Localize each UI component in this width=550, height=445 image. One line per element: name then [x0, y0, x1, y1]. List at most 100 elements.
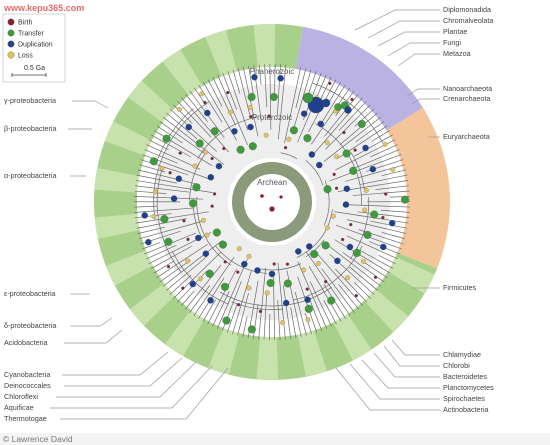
event-dot [195, 139, 204, 148]
credit-strip [0, 433, 550, 445]
tree-branch [311, 87, 350, 145]
tree-node-arc [305, 239, 325, 257]
era-label-phanerozoic: Phanerozoic [250, 67, 294, 76]
leader-chlamydiae [391, 339, 440, 356]
tree-branch [371, 130, 391, 142]
event-dot [231, 128, 238, 135]
tree-branch [217, 74, 248, 146]
tree-branch [156, 243, 208, 279]
tree-branch [355, 121, 385, 143]
watermark-text: www.kepu365.com [3, 3, 84, 13]
tree-node-arc [189, 151, 208, 201]
tree-branch [146, 144, 201, 170]
tree-branch [324, 94, 359, 137]
tree-branch [273, 276, 276, 340]
tree-branch [185, 94, 208, 122]
event-dot [236, 145, 245, 154]
tree-branch [242, 316, 248, 337]
tree-branch [381, 232, 406, 240]
leader-delta-proteobacteria [70, 317, 113, 327]
tree-branch [325, 104, 371, 150]
tree-branch [212, 291, 230, 327]
event-dot [204, 109, 211, 117]
event-dot [334, 257, 341, 265]
tree-branch [380, 209, 410, 213]
event-dot [324, 279, 328, 284]
group-label-thermotogae: Thermotogae [4, 414, 47, 423]
group-label-metazoa: Metazoa [443, 49, 471, 58]
event-dot [186, 237, 190, 242]
event-dot [227, 109, 233, 115]
tree-branch [297, 276, 318, 333]
event-dot [264, 290, 270, 296]
tree-node-arc [215, 245, 268, 274]
legend-label-birth: Birth [18, 20, 33, 27]
event-dot [236, 246, 242, 252]
group-label-spirochaetes: Spirochaetes [443, 394, 485, 403]
event-dot [316, 161, 323, 169]
tree-node-arc [193, 207, 203, 240]
event-dot [352, 248, 361, 258]
leader-cyanobacteria [62, 351, 169, 376]
event-dot [152, 189, 158, 195]
leader-chromalveolata [367, 20, 440, 39]
clade-band [162, 49, 203, 96]
tree-node-arc [305, 160, 324, 186]
tree-branch [360, 174, 408, 185]
event-dot [282, 299, 290, 307]
event-dot [168, 171, 172, 175]
birth-dot [269, 206, 275, 212]
event-dot [236, 270, 240, 274]
event-dot [349, 222, 353, 227]
left-group-labels: γ-proteobacteria β-proteobacteria α-prot… [4, 96, 57, 423]
tree-branch [370, 144, 398, 158]
tree-branch [144, 149, 178, 164]
event-dot [203, 100, 207, 105]
birth-dot [279, 195, 283, 199]
tree-branch [193, 257, 235, 316]
event-dot [195, 234, 202, 242]
event-dot [205, 269, 214, 278]
tree-branch [142, 242, 161, 250]
tree-branch [232, 269, 252, 335]
clade-band [205, 30, 238, 77]
group-label-euryarchaeota: Euryarchaeota [443, 132, 490, 141]
event-dot [334, 154, 340, 160]
era-label-archean: Archean [257, 178, 287, 187]
event-dot [305, 287, 309, 291]
tree-branch [321, 268, 355, 313]
event-dot [210, 127, 219, 136]
tree-branch [180, 290, 195, 307]
group-label-fungi: Fungi [443, 38, 461, 47]
leader-bacteroidetes [373, 352, 440, 378]
leader-plantae [377, 31, 440, 47]
event-dot [149, 157, 158, 166]
event-dot [222, 316, 231, 325]
archean-core-ring [232, 162, 312, 242]
event-dot [321, 98, 331, 108]
event-dot [266, 278, 275, 288]
event-dot [390, 167, 396, 173]
leader-actinobacteria [335, 367, 440, 411]
tree-branch [323, 116, 382, 162]
tree-branch [173, 104, 193, 124]
leader-gamma-proteobacteria [72, 100, 109, 109]
tree-branch [307, 71, 317, 97]
group-label-diplomonadida: Diplomonadida [443, 5, 491, 14]
event-dot [280, 320, 285, 325]
tree-branch [274, 64, 276, 94]
legend-label-duplication: Duplication [18, 42, 53, 49]
tree-branch [338, 284, 360, 310]
event-dot [223, 260, 227, 264]
event-dot [247, 123, 254, 131]
event-dot [268, 270, 276, 278]
tree-branch [349, 266, 379, 291]
event-dot [247, 105, 253, 110]
event-dot [370, 210, 379, 219]
tree-branch [334, 239, 391, 274]
event-dot [226, 90, 230, 95]
event-dot [327, 296, 336, 305]
event-dot [247, 325, 256, 334]
era-label-proterozoic: Proterozoic [252, 113, 292, 122]
tree-branch [305, 251, 351, 316]
